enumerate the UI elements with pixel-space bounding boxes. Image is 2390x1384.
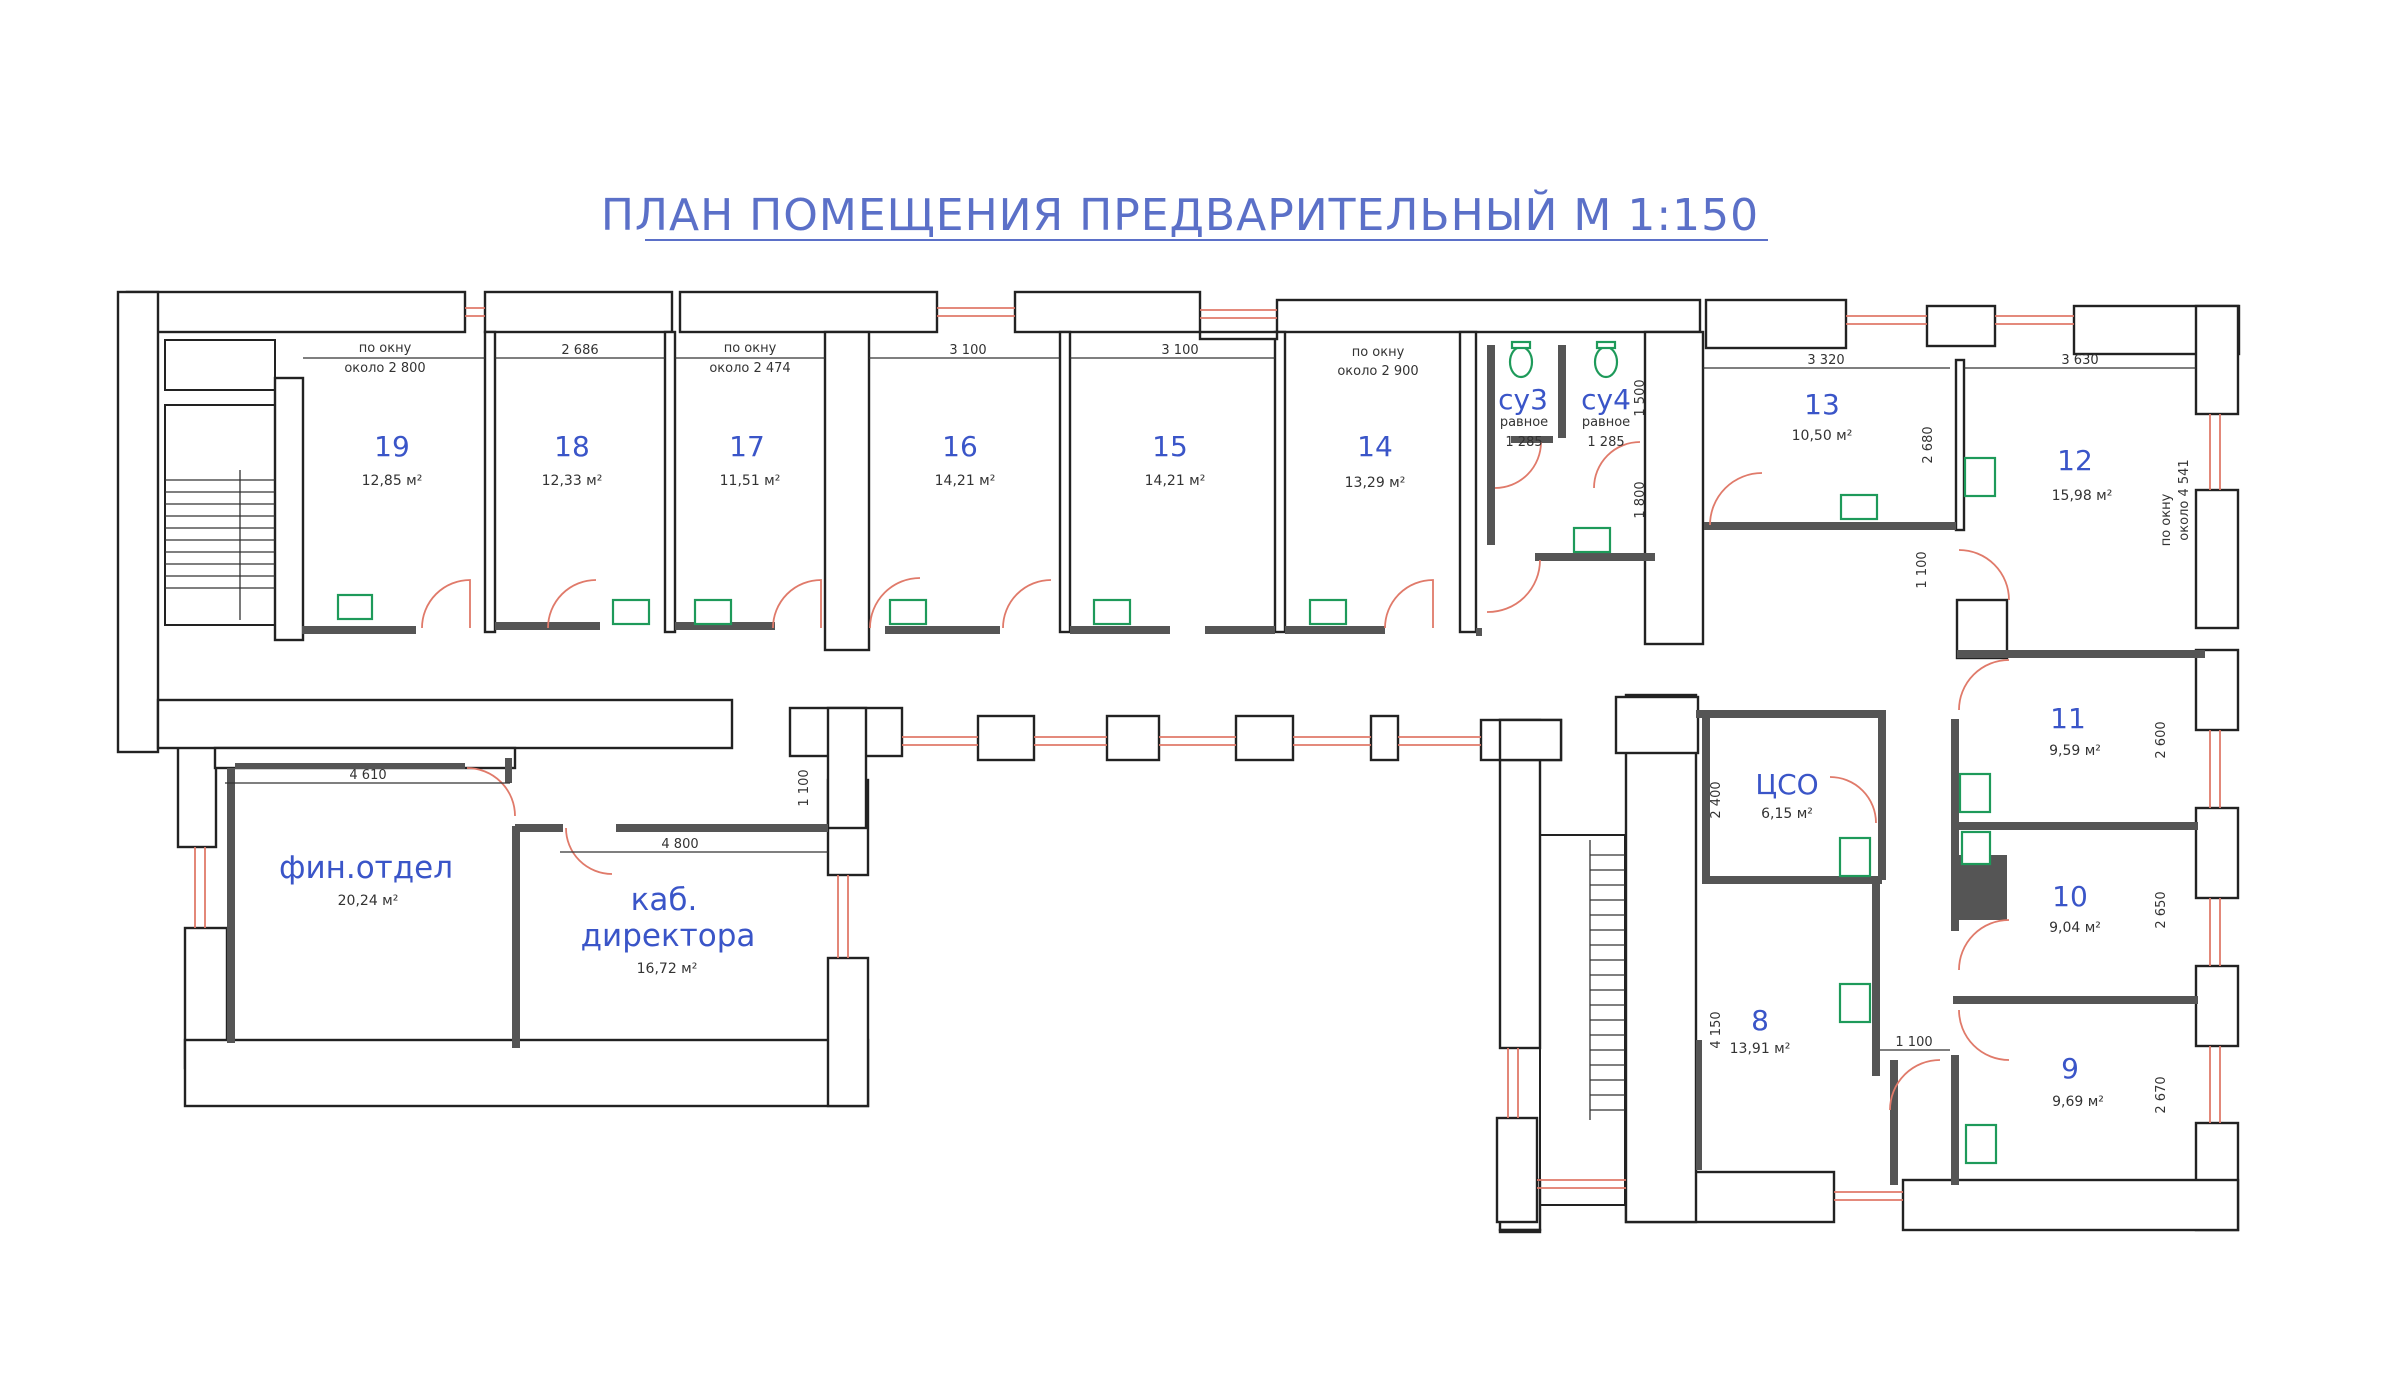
room-14-number: 14 [1357,430,1393,463]
dim-8-door: 1 100 [1895,1035,1932,1050]
director-office-label-1: каб. [631,882,698,918]
sink-icon [1960,830,1992,866]
dim-finance: 4 610 [349,768,386,783]
dim-wc4-line1: равное [1582,415,1630,430]
sink-icon [1958,772,1992,814]
dim-director-vertical: 1 100 [797,769,812,806]
sink-icon [611,598,651,626]
dim-10-vertical: 2 650 [2154,891,2169,928]
room-13-area: 10,50 м² [1792,428,1853,444]
room-8-number: 8 [1751,1004,1769,1037]
dim-12-vertical-2: около 4 541 [2177,459,2192,540]
sink-icon [1963,456,1997,498]
room-19-area: 12,85 м² [362,473,423,489]
sink-icon [888,598,928,626]
windows [194,307,2221,1201]
sink-icon [1092,598,1132,626]
dim-19-line2: около 2 800 [344,361,425,376]
room-14-area: 13,29 м² [1345,475,1406,491]
room-tso-area: 6,15 м² [1761,806,1813,822]
dim-14-line1: по окну [1352,345,1405,360]
dim-director: 4 800 [661,837,698,852]
room-16-number: 16 [942,430,978,463]
dim-wc4-line2: 1 285 [1587,435,1624,450]
exterior-walls [116,290,2241,1234]
dim-12: 3 630 [2061,353,2098,368]
sink-icon [1838,836,1872,878]
wc-4-label: су4 [1581,383,1631,416]
doors [421,441,2010,1111]
sink-icon [1964,1123,1998,1165]
dim-17-line1: по окну [724,341,777,356]
finance-dept-label: фин.отдел [279,850,453,886]
dim-tso-vertical: 2 400 [1709,781,1724,818]
dim-wc3-line2: 1 285 [1505,435,1542,450]
dim-13: 3 320 [1807,353,1844,368]
dim-13-vertical: 2 680 [1921,426,1936,463]
room-17-area: 11,51 м² [720,473,781,489]
room-9-number: 9 [2061,1052,2079,1085]
director-office-area: 16,72 м² [637,961,698,977]
dim-14-line2: около 2 900 [1337,364,1418,379]
sink-icon [1572,526,1612,554]
dim-wc3-line1: равное [1500,415,1548,430]
dim-wc-vertical: 1 500 [1633,379,1648,416]
dim-18: 2 686 [561,343,598,358]
dimensions: по окну около 2 800 2 686 по окну около … [225,341,2196,1114]
dim-11-vertical: 2 600 [2154,721,2169,758]
room-18-number: 18 [554,430,590,463]
room-tso-label: ЦСО [1755,768,1818,801]
room-11-area: 9,59 м² [2049,743,2101,759]
room-8-area: 13,91 м² [1730,1041,1791,1057]
room-18-area: 12,33 м² [542,473,603,489]
toilet-icon [1508,345,1534,379]
room-13-number: 13 [1804,388,1840,421]
dim-wc-vertical-2: 1 800 [1633,481,1648,518]
room-15-area: 14,21 м² [1145,473,1206,489]
corridor-walls [156,695,1700,830]
toilet-icons [1508,340,1619,379]
partitions [227,330,2205,1185]
room-10-area: 9,04 м² [2049,920,2101,936]
right-stair [1539,834,1626,1206]
plan-title: ПЛАН ПОМЕЩЕНИЯ ПРЕДВАРИТЕЛЬНЫЙ М 1:150 [601,188,1759,241]
room-15-number: 15 [1152,430,1188,463]
room-17-number: 17 [729,430,765,463]
sink-icon [1838,982,1872,1024]
director-office-label-2: директора [581,918,756,954]
toilet-icon [1593,345,1619,379]
left-stair [164,339,276,626]
room-19-number: 19 [374,430,410,463]
room-11-number: 11 [2050,702,2086,735]
dim-8-vertical: 4 150 [1709,1011,1724,1048]
dim-12-vertical-1: по окну [2159,493,2174,546]
room-12-area: 15,98 м² [2052,488,2113,504]
wc-3-label: су3 [1498,383,1548,416]
room-10-number: 10 [2052,880,2088,913]
sink-icons [336,456,1998,1165]
finance-dept-area: 20,24 м² [338,893,399,909]
dim-19-line1: по окну [359,341,412,356]
dim-17-line2: около 2 474 [709,361,790,376]
room-labels: 19 12,85 м² 18 12,33 м² 17 11,51 м² 16 1… [279,383,2112,1110]
dim-corridor-vertical: 1 100 [1915,551,1930,588]
sink-icon [1839,493,1879,521]
sink-icon [1308,598,1348,626]
sink-icon [336,593,374,621]
room-16-area: 14,21 м² [935,473,996,489]
room-12-number: 12 [2057,444,2093,477]
dim-16: 3 100 [949,343,986,358]
dim-15: 3 100 [1161,343,1198,358]
sink-icon [693,598,733,626]
dim-9-vertical: 2 670 [2154,1076,2169,1113]
room-9-area: 9,69 м² [2052,1094,2104,1110]
